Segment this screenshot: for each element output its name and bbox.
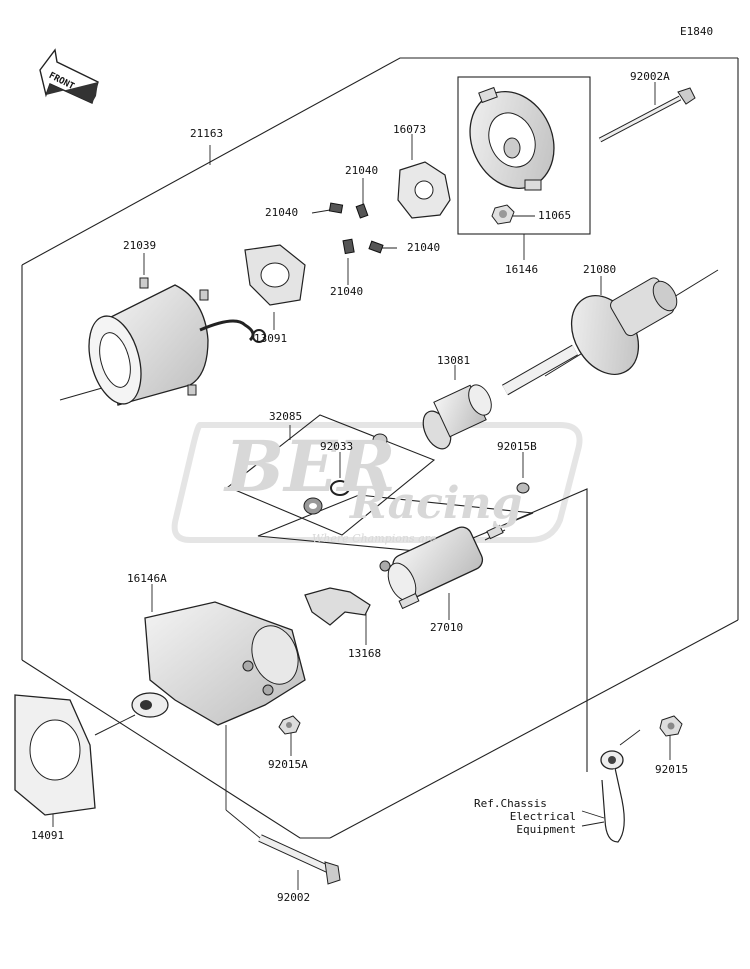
part-callout[interactable]: 92015A bbox=[268, 758, 308, 771]
reference-line: Electrical bbox=[509, 810, 576, 823]
yoke-21039 bbox=[88, 277, 266, 406]
part-callout[interactable]: 92033 bbox=[320, 440, 354, 453]
housing-16146A bbox=[131, 601, 306, 726]
reference-line: Equipment bbox=[516, 823, 576, 836]
part-callout[interactable]: 21039 bbox=[123, 239, 157, 252]
watermark-brand-top: BER bbox=[225, 425, 396, 508]
reference-note: Ref.Chassis Electrical Equipment bbox=[474, 797, 576, 836]
cover-14091 bbox=[14, 694, 96, 816]
part-callout[interactable]: 16146A bbox=[127, 572, 167, 585]
brushes-21040 bbox=[328, 202, 384, 255]
bolt-92002A bbox=[598, 87, 696, 143]
part-callout[interactable]: 14091 bbox=[31, 829, 65, 842]
brush-holder-13091 bbox=[244, 244, 306, 306]
cable-terminal bbox=[600, 750, 625, 843]
part-callout[interactable]: 92015B bbox=[497, 440, 537, 453]
watermark-brand-bottom: Racing bbox=[350, 478, 523, 529]
nut-92015 bbox=[659, 715, 683, 737]
watermark-tagline: Where Champions are bbox=[312, 532, 437, 545]
diagram-code: E1840 bbox=[680, 25, 714, 38]
lever-13168 bbox=[304, 587, 371, 626]
assembly-outline bbox=[21, 57, 739, 839]
part-callout[interactable]: 21080 bbox=[583, 263, 617, 276]
part-callout[interactable]: 27010 bbox=[430, 621, 464, 634]
rear-cover-part bbox=[469, 86, 555, 191]
watermark-logo bbox=[171, 422, 583, 543]
solenoid-27010 bbox=[379, 524, 504, 610]
part-callout[interactable]: 16146 bbox=[505, 263, 539, 276]
part-callout[interactable]: 11065 bbox=[538, 209, 572, 222]
part-callout[interactable]: 32085 bbox=[269, 410, 303, 423]
part-callout[interactable]: 92002 bbox=[277, 891, 311, 904]
front-arrow-icon bbox=[39, 48, 99, 104]
part-callout[interactable]: 21040 bbox=[407, 241, 441, 254]
frame-32085 bbox=[226, 414, 588, 772]
leader-lines bbox=[52, 82, 671, 890]
armature-21080 bbox=[502, 277, 678, 396]
part-callout[interactable]: 92002A bbox=[630, 70, 670, 83]
part-callout[interactable]: 21040 bbox=[330, 285, 364, 298]
seals-32085 bbox=[303, 433, 530, 515]
pinion-13081 bbox=[422, 384, 492, 450]
part-callout[interactable]: 92015 bbox=[655, 763, 689, 776]
part-callout[interactable]: 21040 bbox=[265, 206, 299, 219]
nut-92015A bbox=[278, 715, 301, 735]
part-callout[interactable]: 13168 bbox=[348, 647, 382, 660]
reference-line: Ref.Chassis bbox=[474, 797, 547, 810]
part-callout[interactable]: 21163 bbox=[190, 127, 224, 140]
bolt-92002 bbox=[258, 834, 341, 885]
part-callout[interactable]: 13091 bbox=[254, 332, 288, 345]
nut-11065 bbox=[491, 204, 515, 225]
part-callout[interactable]: 21040 bbox=[345, 164, 379, 177]
part-callout[interactable]: 13081 bbox=[437, 354, 471, 367]
part-callout[interactable]: 16073 bbox=[393, 123, 427, 136]
plate-16073 bbox=[397, 161, 451, 219]
